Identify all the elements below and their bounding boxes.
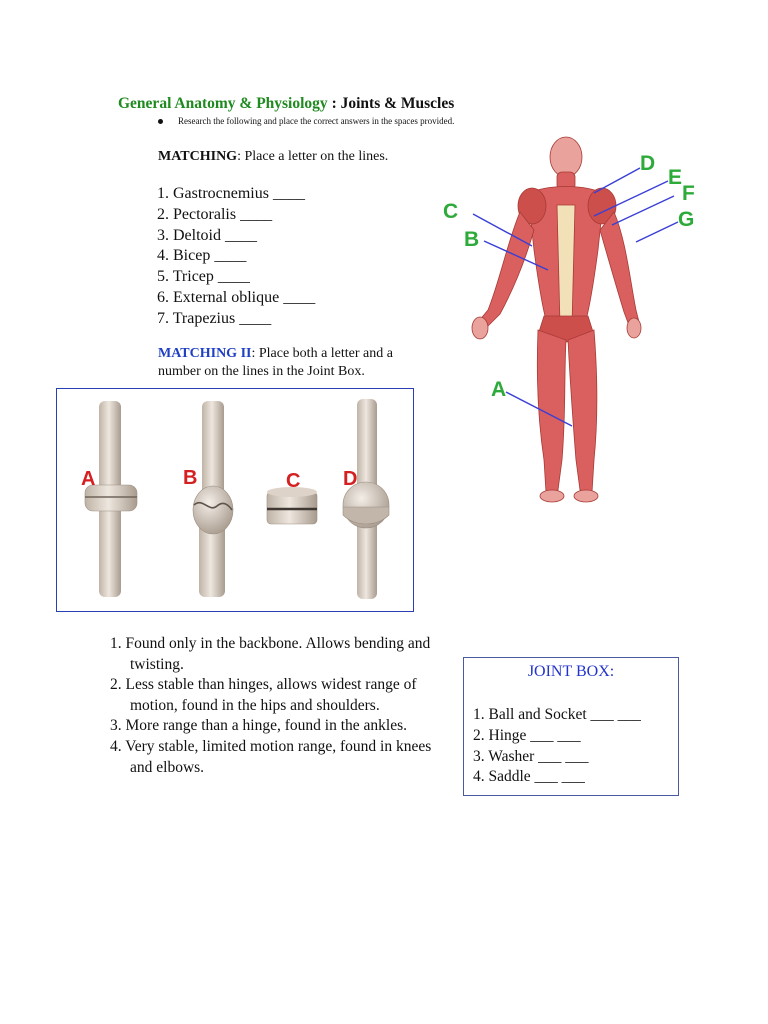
muscle-item: 5. Tricep ____ [157,268,250,286]
joint-description: 1. Found only in the backbone. Allows be… [110,635,431,673]
joint-description: 3. More range than a hinge, found in the… [110,717,407,735]
joint-b-drawing [192,401,234,597]
figure-label-f: F [682,182,695,205]
joint-box-item: 2. Hinge ___ ___ [473,726,581,744]
matching2-instruction: : Place both a letter and a number on th… [158,346,393,379]
muscle-item: 1. Gastrocnemius ____ [157,185,305,202]
joint-description: 4. Very stable, limited motion range, fo… [110,737,432,776]
figure-label-c: C [443,200,458,223]
figure-label-b: B [464,228,479,251]
muscle-item: 6. External oblique ____ [157,288,316,306]
label-pointers [472,167,679,427]
instruction-text: Research the following and place the cor… [178,116,455,126]
figure-label-d: D [640,152,655,175]
matching-instruction: : Place a letter on the lines. [237,149,389,164]
muscle-item: 7. Trapezius ____ [157,309,272,327]
joint-drawings: A B C D [81,399,390,599]
joint-box-title: JOINT BOX: [527,663,615,680]
joint-label-d: D [343,468,357,490]
joint-description-list: 1. Found only in the backbone. Allows be… [110,634,450,778]
joint-box: JOINT BOX: 1. Ball and Socket ___ ___ 2.… [463,657,679,796]
muscle-item: 2. Pectoralis ____ [157,205,273,223]
muscle-list: 1. Gastrocnemius ____ 2. Pectoralis ____… [157,184,315,330]
matching2-title: MATCHING II [158,346,252,361]
figure-label-e: E [668,166,682,189]
joint-label-a: A [81,468,95,490]
page-title: General Anatomy & Physiology : Joints & … [118,95,454,113]
joint-label-c: C [286,470,300,492]
muscle-figure: C B A D E F G [443,136,695,503]
bullet-icon [158,119,163,125]
joint-types-illustration: A B C D [56,388,414,612]
joint-a-drawing [84,401,138,597]
joint-d-drawing [342,399,390,599]
matching-heading: MATCHING: Place a letter on the lines. [158,149,388,165]
figure-label-g: G [678,208,694,231]
joint-box-list: 1. Ball and Socket ___ ___ 2. Hinge ___ … [473,705,641,788]
joint-c-drawing [266,487,318,525]
figure-label-a: A [491,378,506,401]
joint-box-item: 1. Ball and Socket ___ ___ [473,706,641,723]
muscle-item: 4. Bicep ____ [157,247,247,265]
joint-label-b: B [183,467,197,489]
title-subject: General Anatomy & Physiology [118,95,328,112]
joint-box-item: 4. Saddle ___ ___ [473,768,585,786]
joint-box-item: 3. Washer ___ ___ [473,747,589,765]
title-topic: : Joints & Muscles [327,95,455,112]
instruction-line: Research the following and place the cor… [158,116,454,126]
human-body-drawing [471,136,642,503]
matching-title: MATCHING [158,149,238,164]
muscle-item: 3. Deltoid ____ [157,226,257,244]
matching2-heading: MATCHING II: Place both a letter and a n… [158,345,428,381]
joint-description: 2. Less stable than hinges, allows wides… [110,676,417,714]
